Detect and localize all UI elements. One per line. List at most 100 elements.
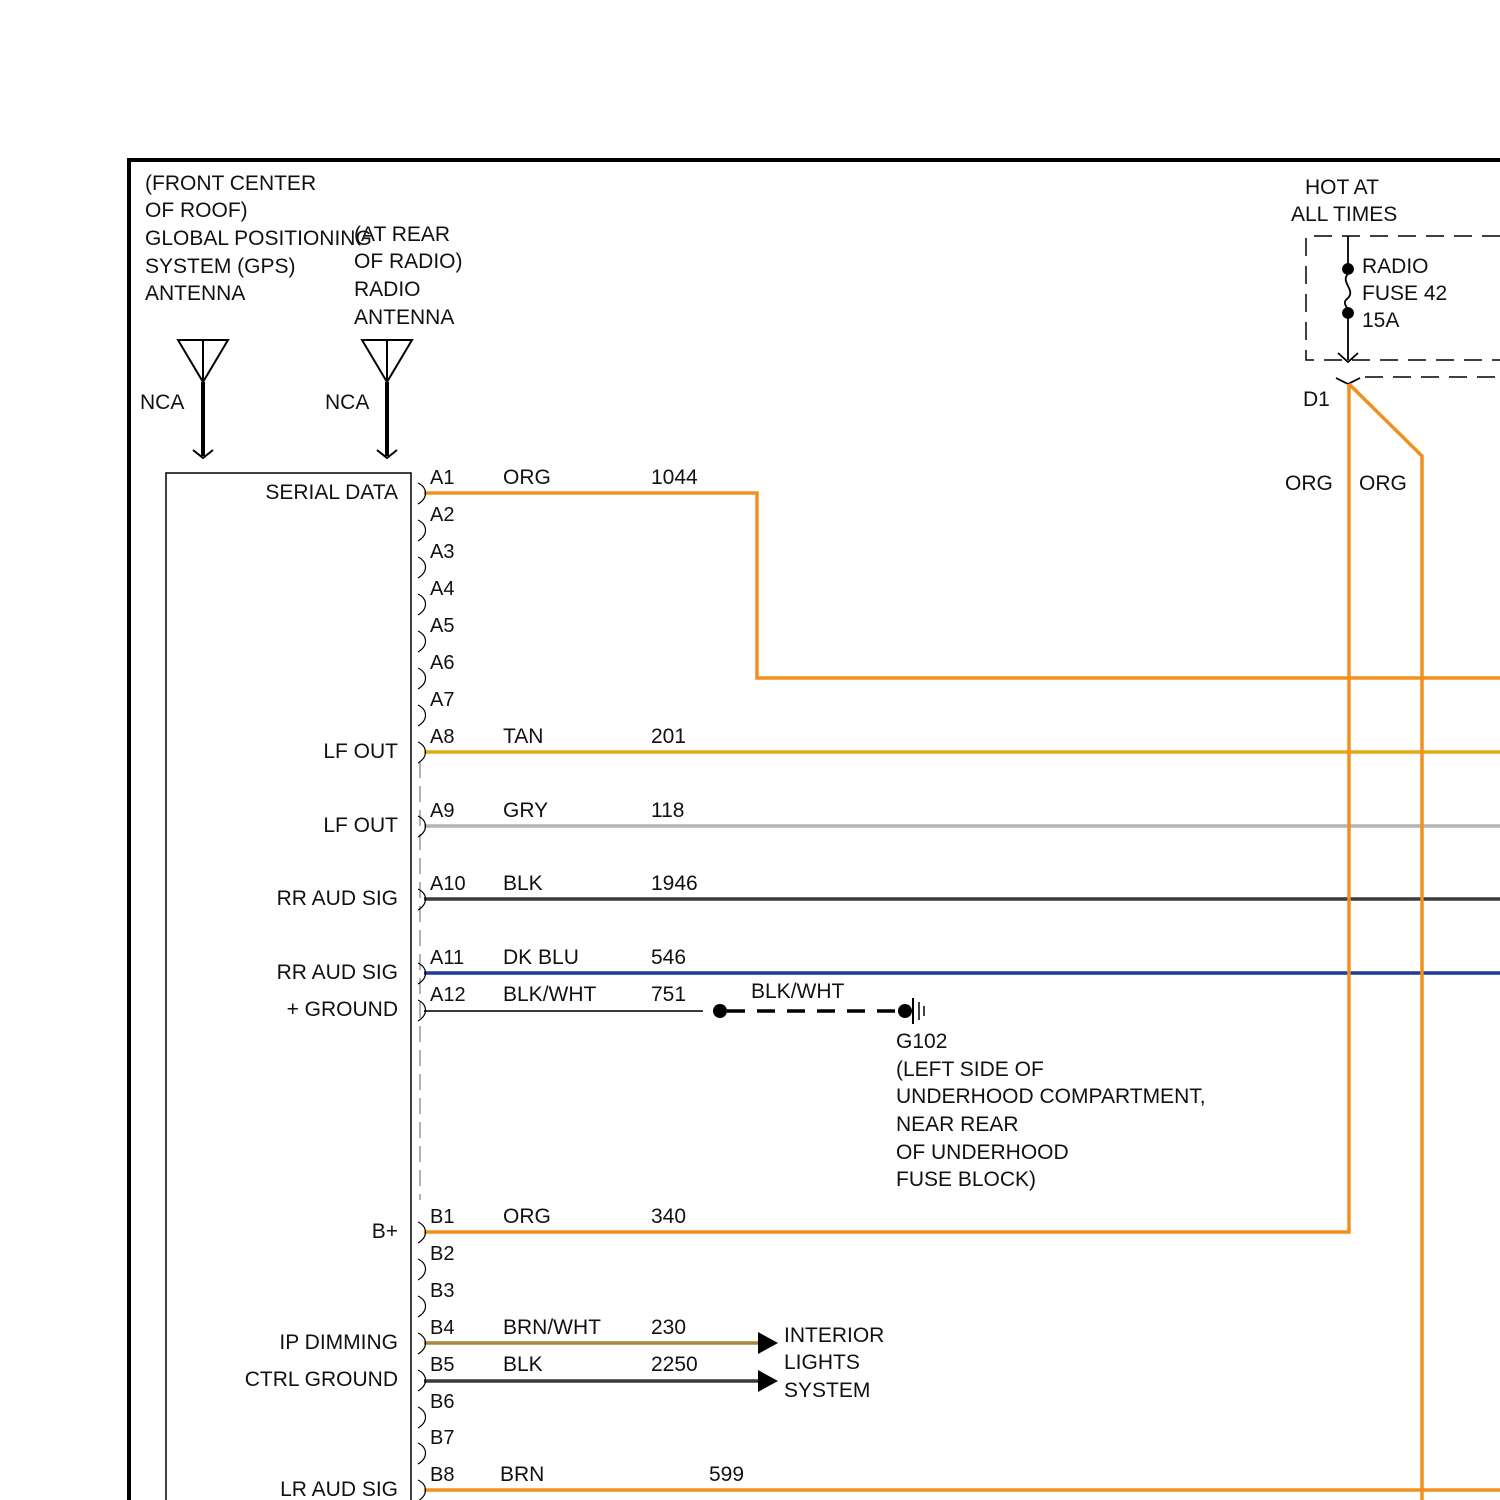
pin-connector-icon [418, 668, 426, 689]
gps-name-line-1: GLOBAL POSITIONING [145, 227, 372, 250]
ground-icon [898, 998, 924, 1024]
fuse-label-line-1: RADIO [1362, 255, 1429, 278]
gps-antenna-label: (FRONT CENTER OF ROOF) GLOBAL POSITIONIN… [145, 172, 372, 305]
circuit-number-label: 599 [709, 1463, 744, 1486]
wire-color-label: BLK/WHT [503, 983, 597, 1006]
signal-name-label: RR AUD SIG [277, 887, 398, 910]
hot-at-all-times-line-2: ALL TIMES [1291, 203, 1397, 226]
wire-color-label: BLK [503, 872, 543, 895]
signal-name-label: LF OUT [323, 740, 398, 763]
pin-label: A1 [430, 467, 454, 489]
pin-label: A4 [430, 578, 454, 600]
pin-label: A12 [430, 984, 466, 1006]
circuit-number-label: 1044 [651, 466, 698, 489]
signal-name-label: SERIAL DATA [265, 481, 398, 504]
pin-label: B2 [430, 1243, 454, 1265]
ground-location-line-5: FUSE BLOCK) [896, 1168, 1036, 1191]
wire-color-label: BRN/WHT [503, 1316, 601, 1339]
pin-connector-icon [418, 594, 426, 615]
radio-antenna-location-line-2: OF RADIO) [354, 250, 463, 273]
signal-name-label: RR AUD SIG [277, 961, 398, 984]
circuit-number-label: 2250 [651, 1353, 698, 1376]
fuse-label-line-3: 15A [1362, 309, 1399, 332]
pin-label: A5 [430, 615, 454, 637]
circuit-number-label: 340 [651, 1205, 686, 1228]
pin-label: B1 [430, 1206, 454, 1228]
circuit-number-label: 230 [651, 1316, 686, 1339]
ground-location-line-1: (LEFT SIDE OF [896, 1058, 1044, 1081]
pin-label: B8 [430, 1464, 454, 1486]
gps-antenna-icon [178, 340, 228, 458]
wire-color-label: TAN [503, 725, 543, 748]
ground-id: G102 [896, 1030, 947, 1053]
signal-name-label: LR AUD SIG [280, 1478, 398, 1500]
radio-antenna-location-line-1: (AT REAR [354, 223, 450, 246]
power-wire-left-color: ORG [1285, 472, 1333, 495]
interior-lights-line-3: SYSTEM [784, 1379, 870, 1402]
pin-connector-icon [418, 520, 426, 541]
pin-label: A11 [430, 947, 464, 969]
wire-color-label: GRY [503, 799, 548, 822]
ground-wire-color: BLK/WHT [751, 980, 845, 1003]
fuse-branch-wire [1349, 384, 1422, 1500]
gps-name-line-3: ANTENNA [145, 282, 245, 305]
gps-location-line-1: (FRONT CENTER [145, 172, 316, 195]
wire-color-label: BLK [503, 1353, 543, 1376]
wire-color-label: ORG [503, 466, 551, 489]
signal-name-label: IP DIMMING [279, 1331, 398, 1354]
pin-connector-icon [418, 1259, 426, 1280]
pin-label: A9 [430, 800, 454, 822]
pin-label: A3 [430, 541, 454, 563]
pin-label: A6 [430, 652, 454, 674]
ground-location-line-2: UNDERHOOD COMPARTMENT, [896, 1085, 1206, 1108]
radio-antenna-icon [362, 340, 412, 458]
wire-color-label: DK BLU [503, 946, 579, 969]
gps-nca-label: NCA [140, 391, 184, 414]
circuit-number-label: 751 [651, 983, 686, 1006]
pin-label: B6 [430, 1391, 454, 1413]
ground-location-line-4: OF UNDERHOOD [896, 1141, 1069, 1164]
pin-label: B4 [430, 1317, 454, 1339]
fuse-icon [1336, 236, 1360, 384]
signal-name-label: LF OUT [323, 814, 398, 837]
pin-connector-icon [418, 1296, 426, 1317]
gps-location-line-2: OF ROOF) [145, 199, 248, 222]
signal-name-label: B+ [372, 1220, 398, 1243]
connector-d1-label: D1 [1303, 388, 1330, 411]
pin-label: B5 [430, 1354, 454, 1376]
interior-lights-line-2: LIGHTS [784, 1351, 860, 1374]
radio-antenna-name-line-2: ANTENNA [354, 306, 454, 329]
pin-connector-icon [418, 1443, 426, 1464]
wire-color-label: ORG [503, 1205, 551, 1228]
ground-location-line-3: NEAR REAR [896, 1113, 1019, 1136]
radio-antenna-name-line-1: RADIO [354, 278, 421, 301]
arrow-icon [758, 1370, 778, 1392]
signal-name-label: + GROUND [287, 998, 398, 1021]
pin-connector-icon [418, 1407, 426, 1428]
pin-connector-icon [418, 631, 426, 652]
hot-at-all-times-line-1: HOT AT [1305, 176, 1379, 199]
pin-label: B7 [430, 1427, 454, 1449]
wire-b1 [424, 384, 1349, 1232]
radio-nca-label: NCA [325, 391, 369, 414]
pin-label: B3 [430, 1280, 454, 1302]
power-wire-right-color: ORG [1359, 472, 1407, 495]
pin-label: A2 [430, 504, 454, 526]
pin-label: A8 [430, 726, 454, 748]
wire-color-label: BRN [500, 1463, 544, 1486]
arrow-icon [758, 1332, 778, 1354]
circuit-number-label: 118 [651, 799, 684, 822]
pin-label: A7 [430, 689, 454, 711]
circuit-number-label: 546 [651, 946, 686, 969]
wire-a1 [424, 493, 1500, 678]
circuit-number-label: 1946 [651, 872, 698, 895]
signal-name-label: CTRL GROUND [245, 1368, 398, 1391]
gps-name-line-2: SYSTEM (GPS) [145, 255, 296, 278]
pin-label: A10 [430, 873, 466, 895]
interior-lights-line-1: INTERIOR [784, 1324, 884, 1347]
splice-dot [713, 1004, 727, 1018]
fuse-label-line-2: FUSE 42 [1362, 282, 1447, 305]
pin-connector-icon [418, 705, 426, 726]
radio-antenna-label: (AT REAR OF RADIO) RADIO ANTENNA [354, 223, 463, 329]
